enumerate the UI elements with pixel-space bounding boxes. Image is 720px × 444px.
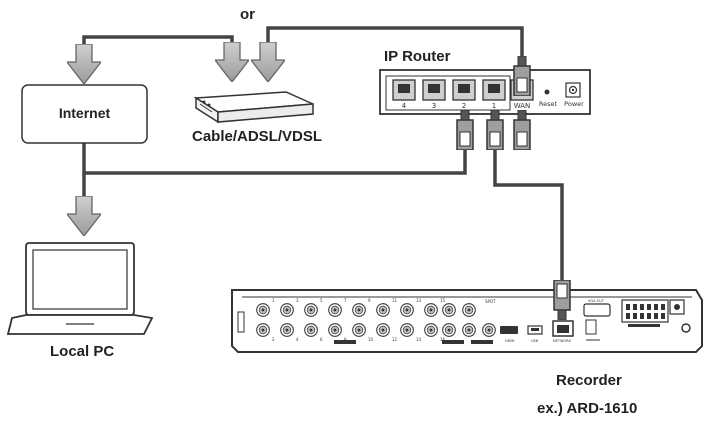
recorder-device: 1 3 5 7 9 11 13 15 2 4 6 8 10 12 14 16 (231, 289, 703, 353)
router-lan-port (392, 79, 416, 101)
cable-internet-to-modem (82, 35, 234, 52)
internet-label: Internet (58, 105, 111, 121)
bnc-connector-icon (376, 323, 390, 337)
rj45-plug-wan-bottom-icon (513, 110, 531, 150)
router-lan-ports (392, 79, 506, 101)
router-reset-button-icon (544, 89, 550, 95)
bnc-connector-icon (400, 323, 414, 337)
bnc-connector-icon (424, 323, 438, 337)
recorder-model-label: ex.) ARD-1610 (537, 400, 638, 417)
bnc-connector-icon (280, 323, 294, 337)
bnc-connector-icon (328, 323, 342, 337)
router-lan-port (422, 79, 446, 101)
channel-number: 13 (416, 298, 422, 303)
channel-number: 4 (296, 337, 299, 342)
router-power-label: Power (564, 100, 584, 108)
bnc-connector-icon (280, 303, 294, 317)
or-label: or (240, 6, 255, 23)
rj45-plug-lan1-icon (486, 110, 504, 150)
router-title: IP Router (384, 48, 451, 65)
router-port-label-1: 1 (492, 102, 496, 110)
arrow-down-pc-icon (67, 196, 101, 236)
bnc-connector-icon (462, 323, 476, 337)
rj45-plug-wan-top-icon (513, 56, 531, 96)
recorder-hdmi-port (500, 326, 518, 334)
channel-number: 16 (440, 337, 446, 342)
bnc-connector-icon (352, 303, 366, 317)
channel-number: 14 (416, 337, 422, 342)
channel-number: 10 (368, 337, 374, 342)
bnc-connector-icon (304, 323, 318, 337)
bnc-connector-icon (400, 303, 414, 317)
bnc-connector-icon (256, 303, 270, 317)
router-lan-port (452, 79, 476, 101)
bnc-connector-icon (442, 303, 456, 317)
channel-number: 2 (272, 337, 275, 342)
router-port-label-2: 2 (462, 102, 466, 110)
cables (82, 26, 564, 282)
bnc-connector-icon (442, 323, 456, 337)
recorder-vga-port (583, 303, 611, 317)
recorder-spot-label: SPOT (485, 299, 496, 304)
channel-number: 7 (344, 298, 347, 303)
channel-number: 1 (272, 298, 275, 303)
channel-number: 12 (392, 337, 398, 342)
recorder-serial-port (585, 319, 597, 335)
channel-number: 8 (344, 337, 347, 342)
bnc-connector-icon (304, 303, 318, 317)
bnc-connector-icon (424, 303, 438, 317)
recorder-terminal-block (621, 299, 685, 327)
bnc-connector-icon (482, 323, 496, 337)
recorder-hdmi-label: HDMI (505, 339, 514, 343)
recorder-vga-label: VGA OUT (588, 299, 605, 303)
recorder-power-jack-icon (681, 323, 691, 333)
recorder-label: Recorder (556, 372, 622, 389)
router-port-label-3: 3 (432, 102, 436, 110)
local-pc-label: Local PC (50, 343, 115, 360)
bnc-connector-icon (328, 303, 342, 317)
router-lan-port (482, 79, 506, 101)
recorder-network-label: NETWORK (553, 339, 572, 343)
channel-number: 9 (368, 298, 371, 303)
channel-number: 15 (440, 298, 446, 303)
modem-device (193, 91, 314, 124)
arrow-down-internet-icon (67, 44, 101, 84)
recorder-channel-numbers-top: 1 3 5 7 9 11 13 15 (272, 298, 446, 303)
bnc-connector-icon (256, 323, 270, 337)
router-port-label-4: 4 (402, 102, 407, 110)
bnc-connector-icon (352, 323, 366, 337)
cable-modem-to-router-wan (266, 26, 524, 62)
cable-router-to-recorder (493, 150, 564, 282)
arrow-down-modem-left-icon (215, 42, 249, 82)
channel-number: 5 (320, 298, 323, 303)
bnc-connector-icon (376, 303, 390, 317)
ip-router-device: 4 3 2 1 WAN Reset Power (379, 69, 591, 115)
router-reset-label: Reset (539, 100, 558, 108)
modem-label: Cable/ADSL/VDSL (192, 128, 323, 145)
channel-number: 6 (320, 337, 323, 342)
cable-internet-to-pc-via-router (82, 142, 467, 175)
laptop-device (6, 242, 154, 335)
recorder-usb-label: USB (531, 339, 539, 343)
router-wan-label: WAN (514, 102, 531, 110)
bnc-connector-icon (462, 303, 476, 317)
internet-box (21, 84, 148, 144)
arrow-down-modem-right-icon (251, 42, 285, 82)
rj45-plug-lan2-icon (456, 110, 474, 150)
channel-number: 3 (296, 298, 299, 303)
channel-number: 11 (392, 298, 398, 303)
recorder-channel-numbers-bottom: 2 4 6 8 10 12 14 16 (272, 337, 446, 342)
